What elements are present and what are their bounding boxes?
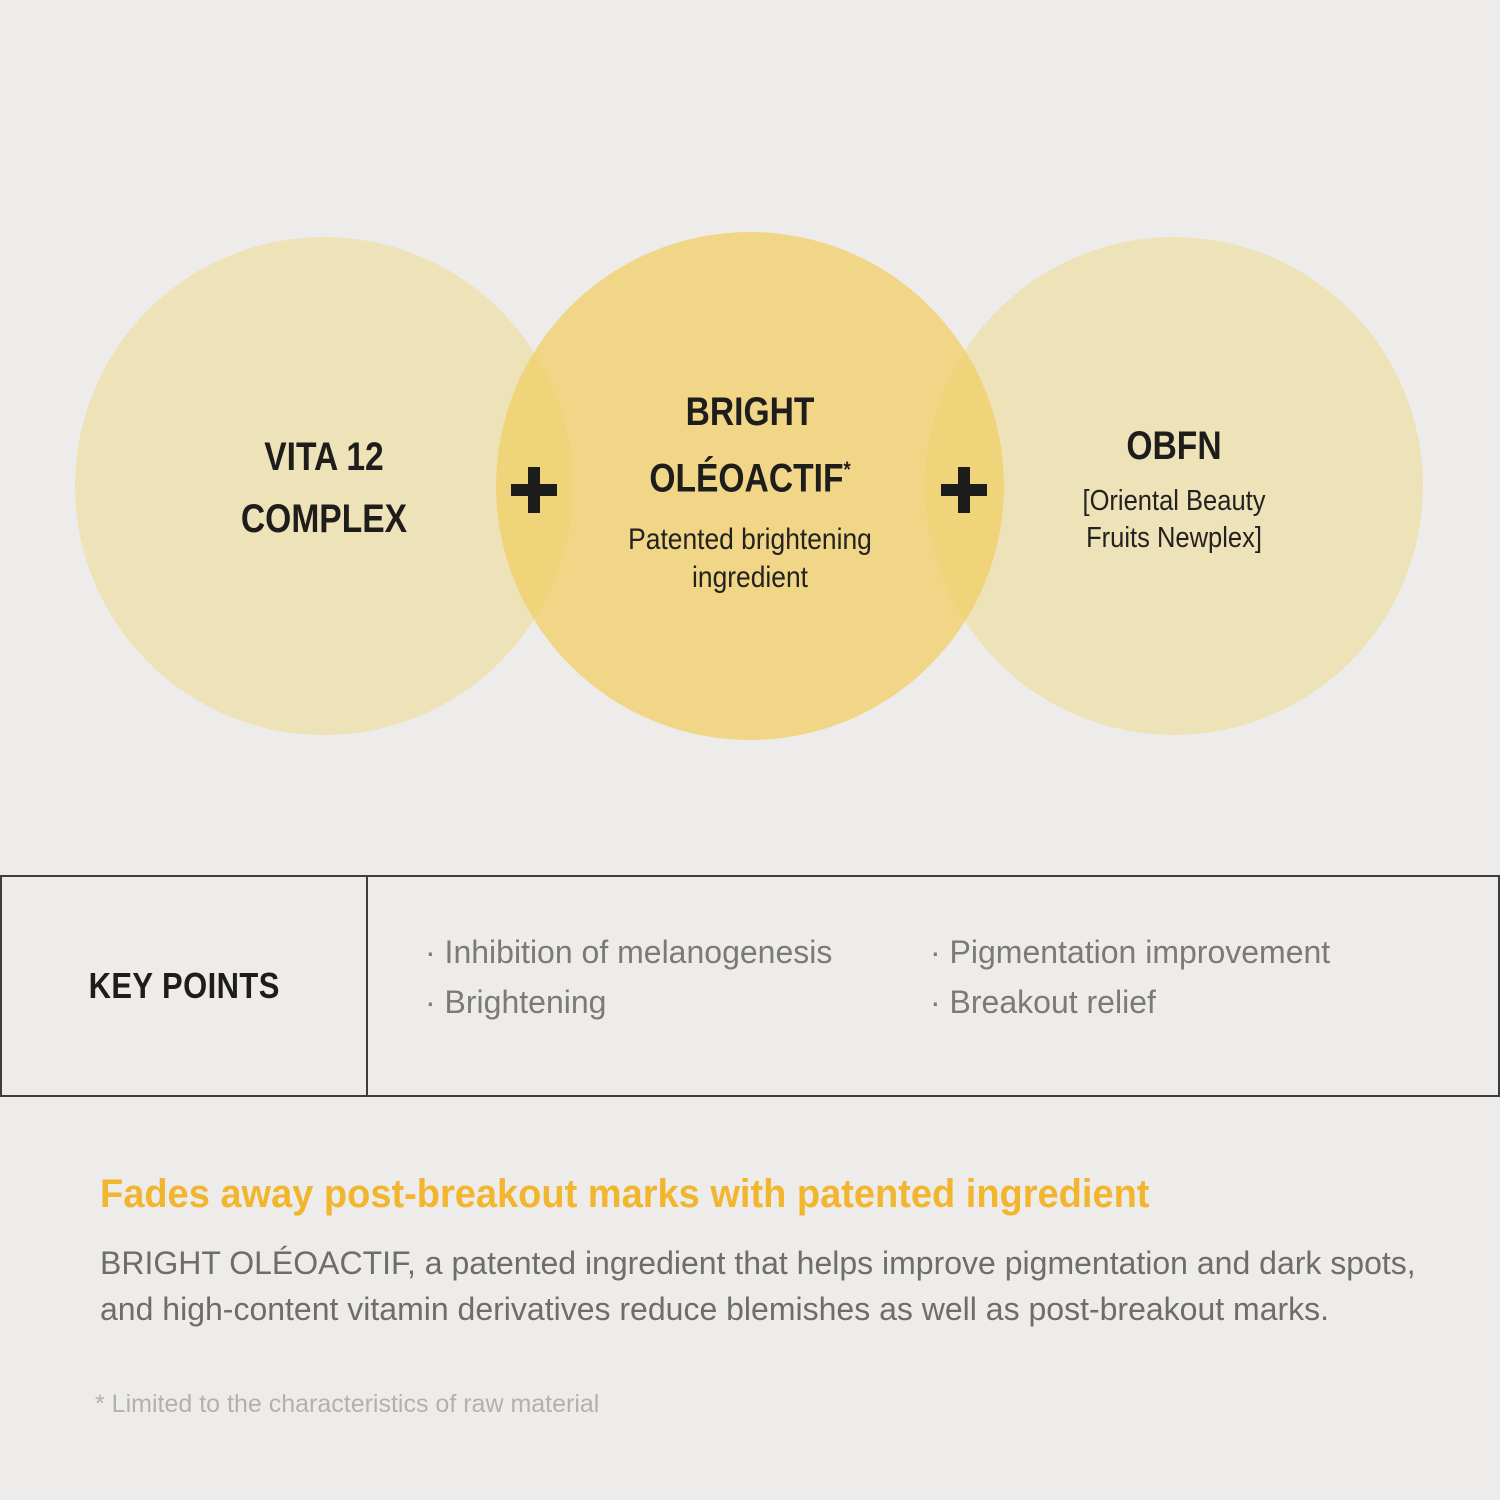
bright-oleoactif-title-line1: BRIGHT [685, 390, 815, 434]
bullet-dot: · [425, 934, 436, 970]
obfn-circle [925, 237, 1423, 735]
vita12-circle [75, 237, 573, 735]
bright-oleoactif-title-line2: OLÉOACTIF* [537, 441, 964, 507]
key-point-text: Breakout relief [949, 984, 1156, 1020]
vita12-title: VITA 12 COMPLEX [115, 426, 533, 550]
description-heading: Fades away post-breakout marks with pate… [100, 1172, 1150, 1216]
plus-icon [511, 467, 557, 513]
key-point-text: Brightening [444, 984, 607, 1020]
key-point-item: · Pigmentation improvement [930, 927, 1330, 977]
asterisk-mark: * [843, 457, 851, 482]
obfn-subtitle-line1: [Oriental Beauty [1082, 485, 1266, 517]
plus-icon [941, 467, 987, 513]
key-point-item: · Inhibition of melanogenesis [425, 927, 832, 977]
bright-oleoactif-title-text: OLÉOACTIF [649, 456, 844, 501]
bright-oleoactif-label: BRIGHT OLÉOACTIF* Patented brightening i… [496, 383, 1004, 597]
key-points-label-cell: KEY POINTS [2, 877, 368, 1095]
key-point-item: · Brightening [425, 977, 832, 1027]
key-point-text: Pigmentation improvement [949, 934, 1331, 970]
footnote: * Limited to the characteristics of raw … [95, 1390, 600, 1418]
bright-oleoactif-subtitle-line2: ingredient [692, 561, 808, 595]
bright-oleoactif-subtitle-line1: Patented brightening [628, 523, 872, 557]
vita12-label: VITA 12 COMPLEX [75, 426, 573, 550]
obfn-title: OBFN [1126, 424, 1222, 468]
obfn-subtitle-line2: Fruits Newplex] [1086, 522, 1262, 554]
key-points-column-1: · Inhibition of melanogenesis · Brighten… [425, 927, 832, 1027]
bright-oleoactif-subtitle: Patented brightening ingredient [526, 521, 973, 597]
bullet-dot: · [930, 934, 941, 970]
bullet-dot: · [425, 984, 436, 1020]
bright-oleoactif-title: BRIGHT OLÉOACTIF* [537, 383, 964, 507]
vita12-title-line1: VITA 12 [264, 435, 384, 479]
bullet-dot: · [930, 984, 941, 1020]
bright-oleoactif-circle [496, 232, 1004, 740]
key-point-text: Inhibition of melanogenesis [444, 934, 833, 970]
vita12-title-line2: COMPLEX [240, 497, 408, 541]
key-points-section: KEY POINTS · Inhibition of melanogenesis… [0, 875, 1500, 1097]
obfn-subtitle: [Oriental Beauty Fruits Newplex] [955, 483, 1393, 557]
description-body-line1: BRIGHT OLÉOACTIF, a patented ingredient … [100, 1245, 1416, 1281]
key-points-label: KEY POINTS [88, 965, 280, 1006]
key-point-item: · Breakout relief [930, 977, 1330, 1027]
description-body: BRIGHT OLÉOACTIF, a patented ingredient … [100, 1240, 1416, 1332]
obfn-label: OBFN [Oriental Beauty Fruits Newplex] [925, 417, 1423, 557]
description-body-line2: and high-content vitamin derivatives red… [100, 1291, 1330, 1327]
key-points-column-2: · Pigmentation improvement · Breakout re… [930, 927, 1330, 1027]
